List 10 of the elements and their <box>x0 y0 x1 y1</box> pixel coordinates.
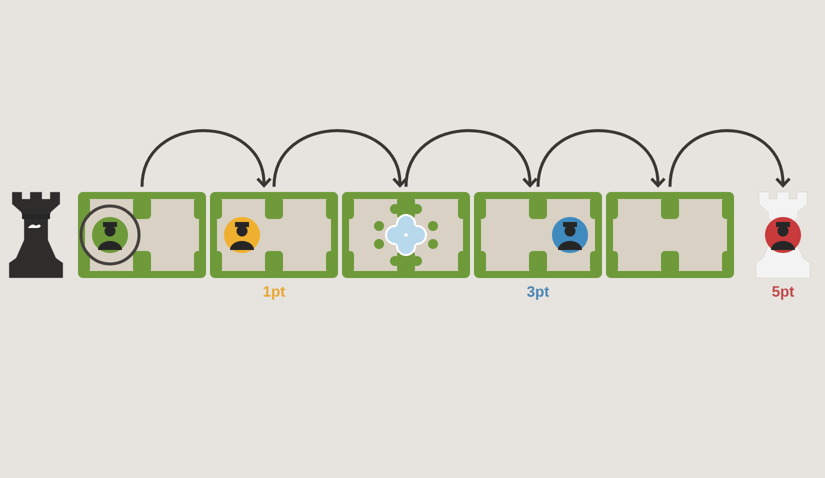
curved-arrow <box>536 129 666 188</box>
points-label: 5pt <box>772 286 794 300</box>
curved-arrow <box>140 129 272 188</box>
points-label: 1pt <box>264 286 286 300</box>
curved-arrow <box>404 129 538 188</box>
points-label: 3pt <box>527 286 550 300</box>
garden-tile <box>606 192 734 278</box>
rook-piece <box>8 192 64 278</box>
curved-arrow <box>272 129 408 188</box>
curved-arrow <box>668 129 791 188</box>
